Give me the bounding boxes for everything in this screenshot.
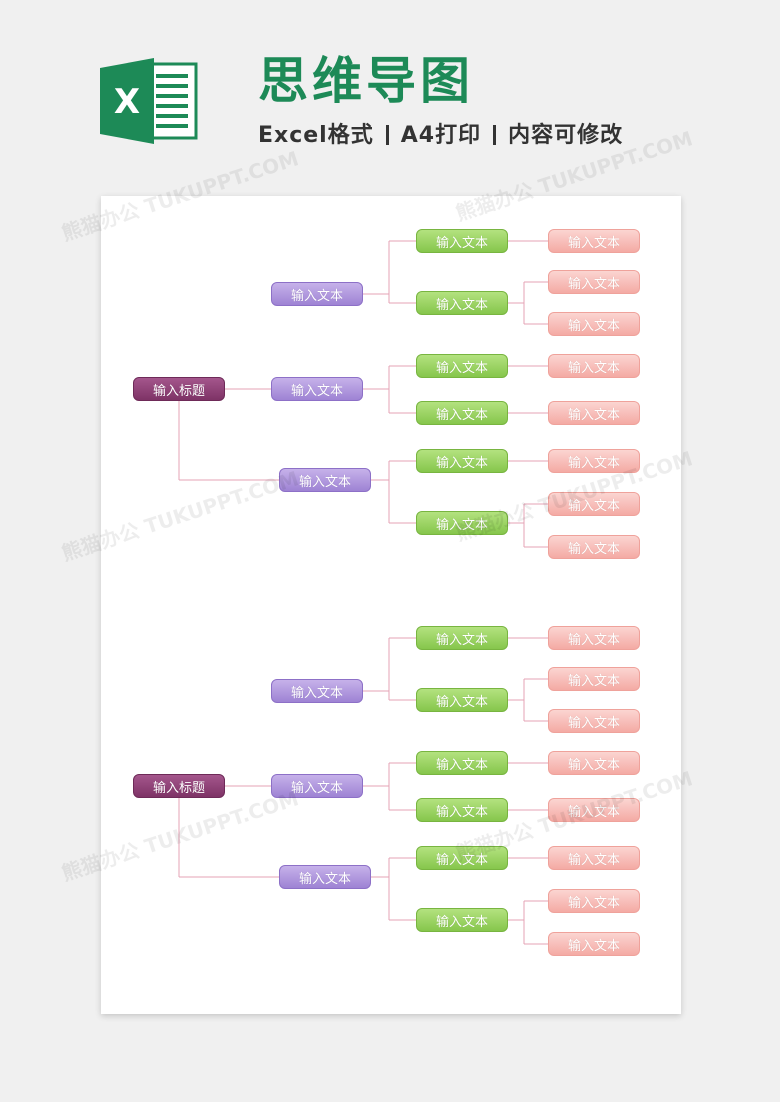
sub-branch-node[interactable]: 输入文本	[416, 908, 508, 932]
sub-branch-node[interactable]: 输入文本	[416, 291, 508, 315]
sub-branch-node[interactable]: 输入文本	[416, 449, 508, 473]
leaf-node[interactable]: 输入文本	[548, 229, 640, 253]
mindmap-root-node[interactable]: 输入标题	[133, 774, 225, 798]
leaf-node[interactable]: 输入文本	[548, 798, 640, 822]
page-title: 思维导图	[258, 52, 474, 110]
leaf-node[interactable]: 输入文本	[548, 932, 640, 956]
branch-node[interactable]: 输入文本	[271, 679, 363, 703]
svg-text:X: X	[114, 82, 140, 122]
sub-branch-node[interactable]: 输入文本	[416, 688, 508, 712]
subtitle-print: A4打印	[400, 123, 482, 148]
sub-branch-node[interactable]: 输入文本	[416, 626, 508, 650]
leaf-node[interactable]: 输入文本	[548, 889, 640, 913]
sub-branch-node[interactable]: 输入文本	[416, 354, 508, 378]
subtitle-edit: 内容可修改	[508, 123, 624, 148]
branch-node[interactable]: 输入文本	[271, 774, 363, 798]
leaf-node[interactable]: 输入文本	[548, 535, 640, 559]
excel-logo-icon: X	[100, 58, 200, 144]
leaf-node[interactable]: 输入文本	[548, 709, 640, 733]
leaf-node[interactable]: 输入文本	[548, 751, 640, 775]
connector-lines	[178, 240, 548, 945]
leaf-node[interactable]: 输入文本	[548, 449, 640, 473]
leaf-node[interactable]: 输入文本	[548, 626, 640, 650]
branch-node[interactable]: 输入文本	[271, 377, 363, 401]
leaf-node[interactable]: 输入文本	[548, 312, 640, 336]
sub-branch-node[interactable]: 输入文本	[416, 798, 508, 822]
sub-branch-node[interactable]: 输入文本	[416, 229, 508, 253]
leaf-node[interactable]: 输入文本	[548, 846, 640, 870]
sub-branch-node[interactable]: 输入文本	[416, 511, 508, 535]
mindmap-root-node[interactable]: 输入标题	[133, 377, 225, 401]
leaf-node[interactable]: 输入文本	[548, 401, 640, 425]
leaf-node[interactable]: 输入文本	[548, 492, 640, 516]
mindmap-sheet: 输入标题输入文本输入文本输入文本输入文本输入文本输入文本输入文本输入文本输入文本…	[101, 196, 681, 1014]
branch-node[interactable]: 输入文本	[279, 865, 371, 889]
sub-branch-node[interactable]: 输入文本	[416, 401, 508, 425]
separator	[385, 125, 389, 145]
branch-node[interactable]: 输入文本	[279, 468, 371, 492]
leaf-node[interactable]: 输入文本	[548, 270, 640, 294]
page-subtitle: Excel格式 A4打印 内容可修改	[258, 125, 623, 147]
sub-branch-node[interactable]: 输入文本	[416, 751, 508, 775]
leaf-node[interactable]: 输入文本	[548, 354, 640, 378]
subtitle-format: Excel格式	[258, 123, 374, 148]
sub-branch-node[interactable]: 输入文本	[416, 846, 508, 870]
separator	[493, 125, 497, 145]
leaf-node[interactable]: 输入文本	[548, 667, 640, 691]
branch-node[interactable]: 输入文本	[271, 282, 363, 306]
